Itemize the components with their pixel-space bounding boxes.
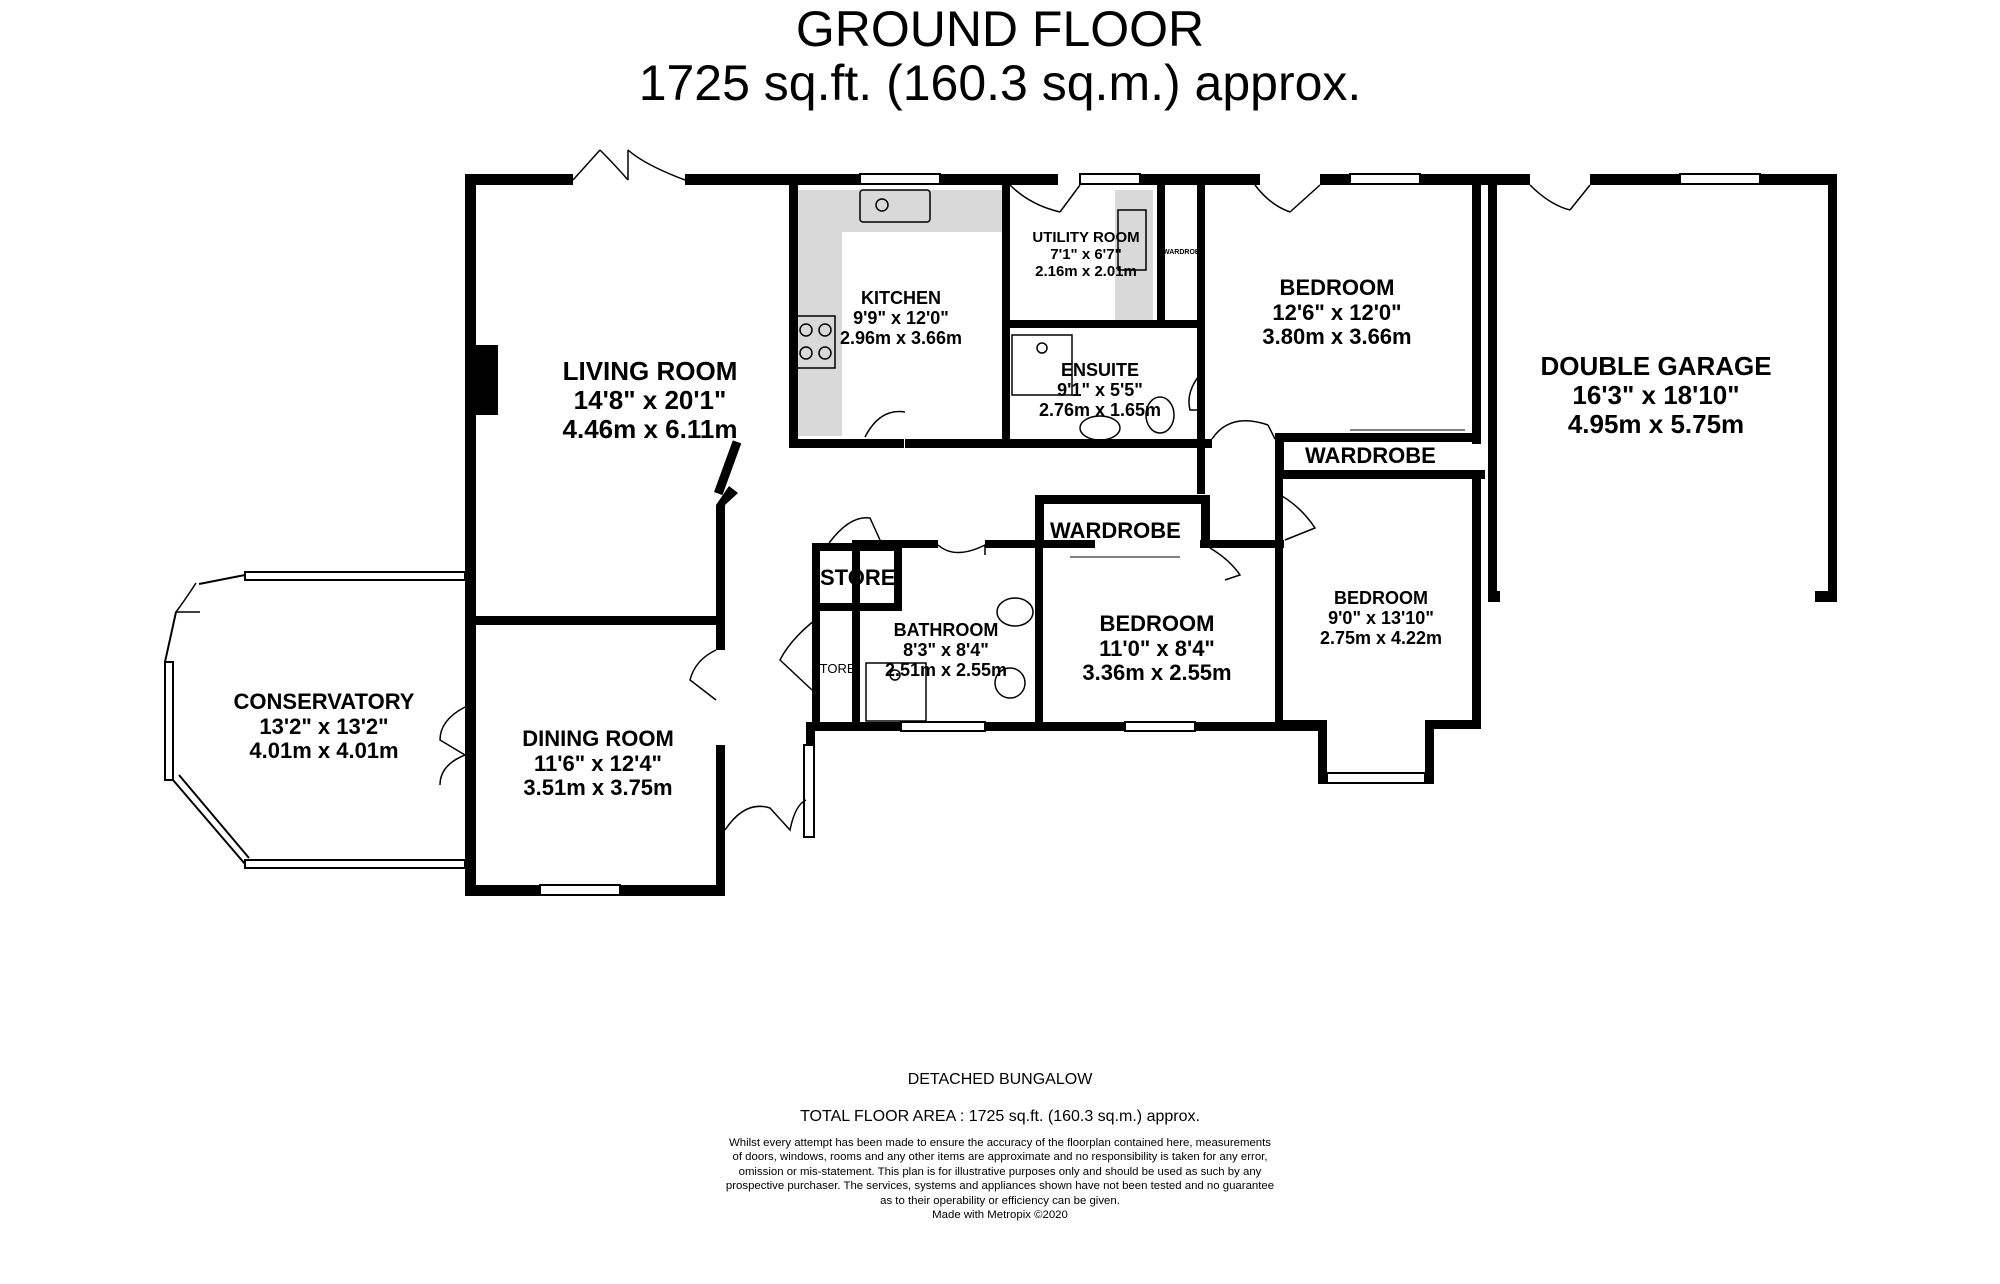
room-imperial: 12'6" x 12'0" [1272,299,1402,325]
room-name: UTILITY ROOM [1032,229,1140,246]
room-imperial: 14'8" x 20'1" [573,385,727,416]
ensuite-basin-icon [1079,415,1121,441]
sink-icon [859,189,931,223]
room-name: CONSERVATORY [233,689,415,714]
bath-toilet-icon [994,667,1026,699]
room-label-bedroom2: BEDROOM 11'0" x 8'4" 3.36m x 2.55m [1082,611,1232,686]
wardrobe-label-1: WARDROBE [1305,443,1436,468]
room-imperial: 11'0" x 8'4" [1099,635,1215,661]
room-label-ensuite: ENSUITE 9'1" x 5'5" 2.76m x 1.65m [1039,360,1161,420]
floor-title: GROUND FLOOR [795,1,1205,57]
room-metric: 2.76m x 1.65m [1038,400,1162,421]
wardrobe-utility-label: WARDROBE [1163,249,1205,256]
disclaimer-line: Whilst every attempt has been made to en… [729,1137,1271,1149]
room-metric: 4.46m x 6.11m [562,414,738,445]
room-metric: 3.51m x 3.75m [523,775,673,801]
doors [174,149,1591,832]
room-name: BATHROOM [893,620,999,640]
disclaimer-line: prospective purchaser. The services, sys… [725,1180,1275,1193]
utility-sink-icon [1117,209,1147,271]
store-label: STORE [820,565,896,590]
room-imperial: 7'1" x 6'7" [1050,245,1122,263]
kitchen-counters [797,190,1004,436]
room-label-dining: DINING ROOM 11'6" x 12'4" 3.51m x 3.75m [522,726,674,801]
ensuite-toilet-icon [1145,396,1175,434]
wardrobe-label-2: WARDROBE [1050,518,1181,543]
ensuite-shower-icon [1011,334,1073,396]
room-label-conservatory: CONSERVATORY 13'2" x 13'2" 4.01m x 4.01m [233,689,415,764]
store-small-label: STORE [811,661,856,676]
room-name: ENSUITE [1060,360,1139,380]
room-label-utility: UTILITY ROOM 7'1" x 6'7" 2.16m x 2.01m [1032,229,1140,280]
sink-drain-icon [875,198,889,212]
room-imperial: 8'3" x 8'4" [903,640,989,661]
room-metric: 2.75m x 4.22m [1319,628,1443,649]
room-metric: 2.51m x 2.55m [884,660,1008,681]
room-imperial: 9'9" x 12'0" [853,308,949,329]
room-name: DOUBLE GARAGE [1540,351,1772,381]
room-imperial: 16'3" x 18'10" [1572,380,1740,411]
windows [164,173,1761,896]
room-metric: 4.95m x 5.75m [1567,409,1745,440]
floor-area-title: 1725 sq.ft. (160.3 sq.m.) approx. [638,55,1362,111]
room-imperial: 9'0" x 13'10" [1328,608,1434,629]
room-name: DINING ROOM [522,726,674,751]
disclaimer-line: Made with Metropix ©2020 [932,1209,1068,1222]
room-imperial: 13'2" x 13'2" [259,713,389,739]
room-imperial: 9'1" x 5'5" [1057,380,1143,401]
room-label-garage: DOUBLE GARAGE 16'3" x 18'10" 4.95m x 5.7… [1540,351,1772,440]
room-label-bedroom1: BEDROOM 12'6" x 12'0" 3.80m x 3.66m [1262,275,1412,350]
room-label-bedroom3: BEDROOM 9'0" x 13'10" 2.75m x 4.22m [1320,588,1442,648]
bath-basin-icon [996,597,1034,627]
conservatory-bays [164,574,250,865]
room-name: LIVING ROOM [562,356,738,386]
fixtures [796,189,1175,722]
disclaimer-line: as to their operability or efficiency ca… [880,1194,1120,1207]
room-metric: 3.36m x 2.55m [1082,660,1232,686]
room-metric: 2.16m x 2.01m [1035,262,1137,280]
disclaimer-line: omission or mis-statement. This plan is … [738,1165,1262,1178]
room-label-living: LIVING ROOM 14'8" x 20'1" 4.46m x 6.11m [562,356,738,445]
walls [465,174,1837,896]
wardrobe-rails [1070,429,1465,558]
room-label-bathroom: BATHROOM 8'3" x 8'4" 2.51m x 2.55m [885,620,1007,680]
total-floor-area: TOTAL FLOOR AREA : 1725 sq.ft. (160.3 sq… [800,1108,1200,1125]
bath-shower-icon [865,662,927,722]
room-metric: 4.01m x 4.01m [249,738,399,764]
property-type: DETACHED BUNGALOW [907,1071,1093,1088]
room-name: BEDROOM [1334,588,1428,608]
hob-icon [796,315,836,369]
room-name: BEDROOM [1279,275,1395,300]
room-metric: 2.96m x 3.66m [839,328,963,349]
room-imperial: 11'6" x 12'4" [534,750,662,776]
room-name: BEDROOM [1099,611,1215,636]
room-label-kitchen: KITCHEN 9'9" x 12'0" 2.96m x 3.66m [840,288,962,348]
room-metric: 3.80m x 3.66m [1262,324,1412,350]
room-name: KITCHEN [861,288,941,308]
disclaimer: Whilst every attempt has been made to en… [0,1136,2000,1223]
disclaimer-line: of doors, windows, rooms and any other i… [732,1151,1268,1164]
